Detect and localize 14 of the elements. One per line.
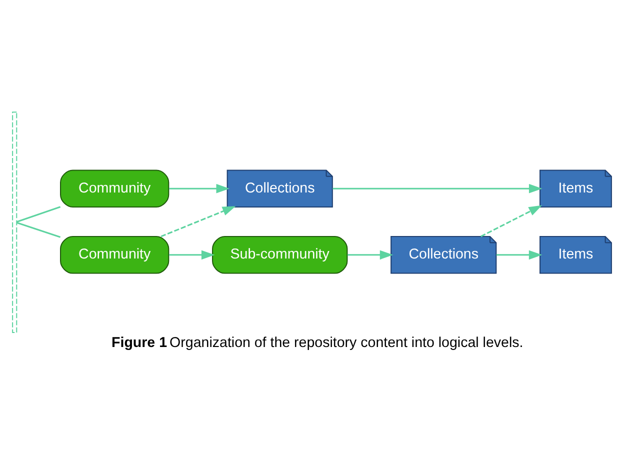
- node-box: Community: [60, 236, 170, 274]
- arrow: [332, 183, 542, 193]
- connector: [16, 206, 61, 222]
- connector: [16, 221, 61, 238]
- arrow: [160, 206, 236, 237]
- arrow: [480, 204, 542, 237]
- arrow: [348, 250, 394, 260]
- node-bar: [12, 111, 18, 332]
- node-box: Community: [60, 169, 170, 207]
- arrow: [169, 250, 215, 260]
- arrow: [169, 183, 230, 193]
- node-box: Sub-community: [212, 236, 348, 274]
- arrow: [496, 250, 542, 260]
- caption: Figure 1 Organization of the repository content into logical levels.: [112, 334, 524, 350]
